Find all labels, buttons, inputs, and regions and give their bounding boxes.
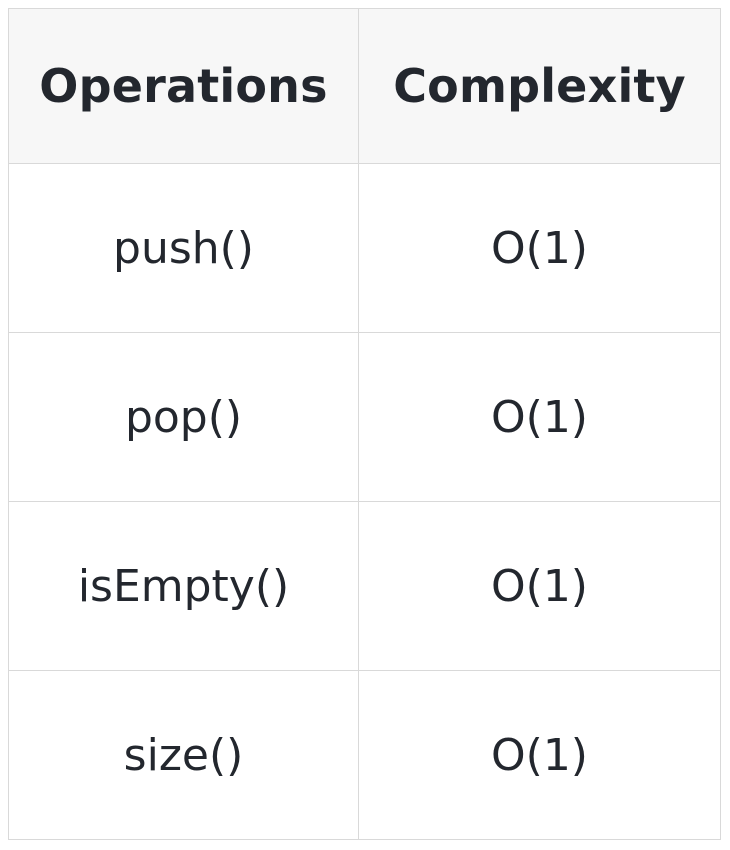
operation-cell: size() xyxy=(8,670,359,840)
header-row: Operations Complexity xyxy=(8,8,721,164)
complexity-cell: O(1) xyxy=(358,501,721,671)
complexity-table: Operations Complexity push() O(1) pop() … xyxy=(8,8,721,840)
operation-cell: isEmpty() xyxy=(8,501,359,671)
table-row: size() O(1) xyxy=(8,670,721,840)
complexity-cell: O(1) xyxy=(358,163,721,333)
complexity-table-container: Operations Complexity push() O(1) pop() … xyxy=(8,8,721,840)
operation-cell: pop() xyxy=(8,332,359,502)
column-header-complexity: Complexity xyxy=(358,8,721,164)
complexity-cell: O(1) xyxy=(358,670,721,840)
table-row: pop() O(1) xyxy=(8,332,721,502)
table-row: push() O(1) xyxy=(8,163,721,333)
table-header: Operations Complexity xyxy=(8,8,721,164)
table-body: push() O(1) pop() O(1) isEmpty() O(1) si… xyxy=(8,163,721,840)
table-row: isEmpty() O(1) xyxy=(8,501,721,671)
operation-cell: push() xyxy=(8,163,359,333)
complexity-cell: O(1) xyxy=(358,332,721,502)
column-header-operations: Operations xyxy=(8,8,359,164)
